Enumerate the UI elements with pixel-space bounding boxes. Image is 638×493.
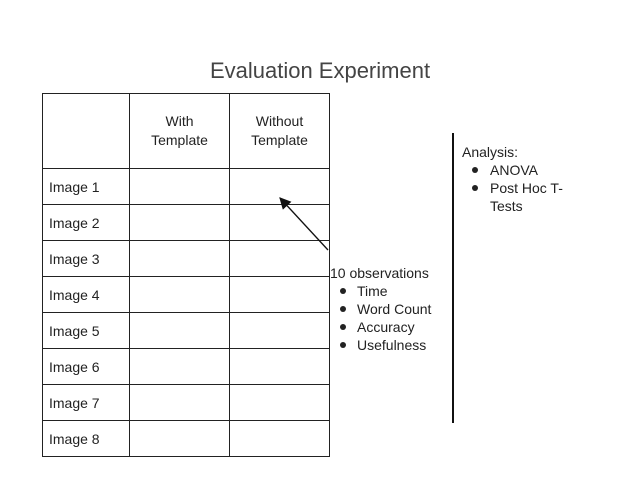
- table-cell-with: [129, 276, 230, 313]
- observations-list: Time Word Count Accuracy Usefulness: [330, 282, 431, 354]
- header-line: Template: [151, 132, 208, 148]
- analysis-heading: Analysis:: [462, 144, 519, 160]
- table-row: Image 3: [42, 240, 330, 277]
- table-cell-with: [129, 420, 230, 457]
- header-line: Template: [251, 132, 308, 148]
- header-cell-with-template: With Template: [129, 93, 230, 169]
- row-label: Image 1: [42, 168, 130, 205]
- header-line: Without: [255, 113, 304, 129]
- list-item: Post Hoc T-Tests: [462, 179, 564, 215]
- table-cell-without: [229, 348, 330, 385]
- header-cell-empty: [42, 93, 130, 169]
- header-line: With: [165, 113, 194, 129]
- list-item: ANOVA: [462, 161, 564, 179]
- table-cell-without: [229, 276, 330, 313]
- row-label: Image 5: [42, 312, 130, 349]
- table-row: Image 2: [42, 204, 330, 241]
- list-item: Time: [330, 282, 431, 300]
- analysis-callout: Analysis: ANOVA Post Hoc T-Tests: [462, 143, 564, 215]
- table-row: Image 8: [42, 420, 330, 457]
- evaluation-table: With Template Without Template Image 1 I…: [42, 93, 330, 457]
- analysis-list: ANOVA Post Hoc T-Tests: [462, 161, 564, 215]
- table-cell-with: [129, 168, 230, 205]
- table-cell-with: [129, 240, 230, 277]
- list-item: Usefulness: [330, 336, 431, 354]
- row-label: Image 4: [42, 276, 130, 313]
- vertical-divider: [452, 133, 454, 423]
- table-header-row: With Template Without Template: [42, 93, 330, 169]
- table-cell-with: [129, 384, 230, 421]
- observations-callout: 10 observations Time Word Count Accuracy…: [330, 264, 431, 354]
- table-cell-without: [229, 384, 330, 421]
- table-row: Image 1: [42, 168, 330, 205]
- table-row: Image 5: [42, 312, 330, 349]
- list-item: Accuracy: [330, 318, 431, 336]
- table-row: Image 6: [42, 348, 330, 385]
- table-row: Image 7: [42, 384, 330, 421]
- row-label: Image 8: [42, 420, 130, 457]
- diagram-title: Evaluation Experiment: [209, 58, 431, 83]
- list-item: Word Count: [330, 300, 431, 318]
- header-cell-without-template: Without Template: [229, 93, 330, 169]
- observations-heading: 10 observations: [330, 265, 429, 281]
- row-label: Image 3: [42, 240, 130, 277]
- table-cell-without: [229, 420, 330, 457]
- table-cell-with: [129, 204, 230, 241]
- table-row: Image 4: [42, 276, 330, 313]
- arrow-line: [279, 197, 329, 251]
- row-label: Image 6: [42, 348, 130, 385]
- table-cell-without: [229, 312, 330, 349]
- row-label: Image 7: [42, 384, 130, 421]
